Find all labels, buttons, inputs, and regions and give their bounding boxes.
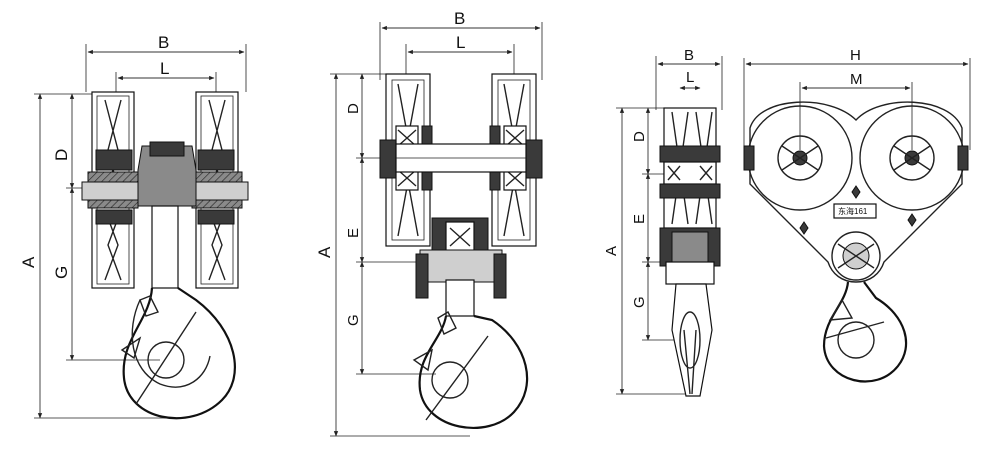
dim-label-a-1: A [19,256,38,268]
dim-label-h-4: H [850,47,861,64]
dim-label-d-3: D [631,131,648,142]
figure-1-hook-block-side: B L A D G [19,33,249,420]
figure-4-hook-block-front: H M 东海161 [743,47,971,383]
dim-label-b-3: B [684,47,694,64]
dim-label-g-1: G [52,266,71,279]
dim-label-l-1: L [160,59,169,78]
dim-label-g-2: G [345,314,362,326]
dim-label-l-2: L [456,33,465,52]
dim-label-b-1: B [158,33,169,52]
dim-label-l-3: L [686,69,694,86]
dim-label-d-2: D [345,103,362,114]
dim-label-a-3: A [603,246,620,256]
dim-label-e-3: E [631,214,648,224]
dim-label-d-1: D [52,149,71,161]
dim-label-g-3: G [631,296,648,308]
dim-label-a-2: A [315,246,334,258]
figure-2-hook-block-frame: B L A D E G [315,9,543,437]
figure-3-hook-block-compact: B L A D E G [603,47,723,397]
nameplate [833,203,877,219]
dim-label-b-2: B [454,9,465,28]
nameplate-text: 东海161 [838,206,868,216]
dim-label-e-2: E [345,228,362,238]
dim-label-m-4: M [850,71,863,88]
